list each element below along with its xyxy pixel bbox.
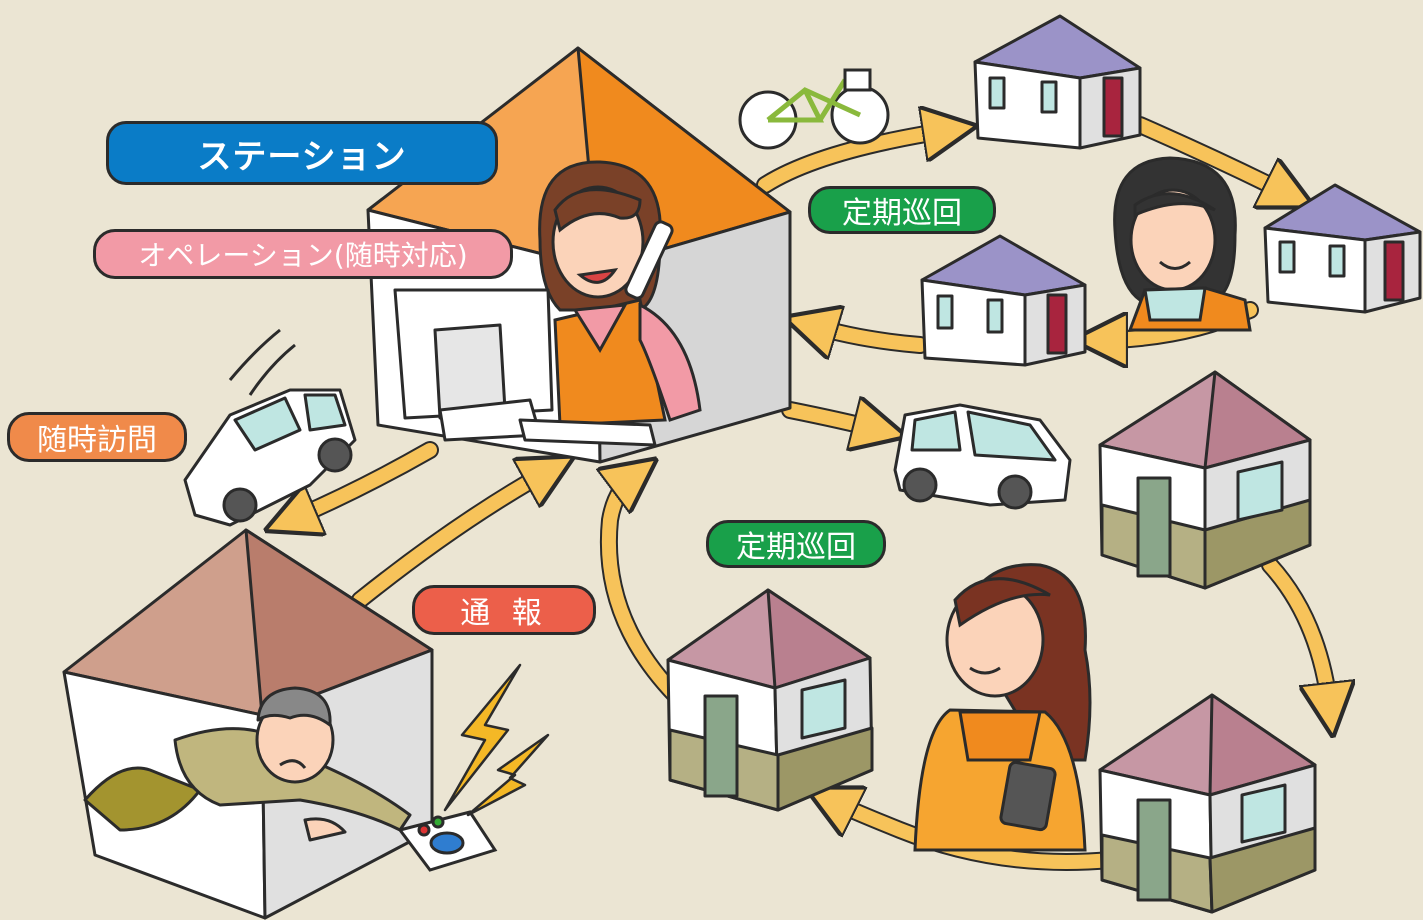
station-label: ステーション bbox=[106, 121, 498, 185]
report-label: 通 報 bbox=[412, 585, 596, 635]
bicycle-icon bbox=[738, 68, 890, 150]
operation-label: オペレーション(随時対応) bbox=[93, 229, 513, 279]
caregiver-woman-bottom bbox=[913, 563, 1092, 852]
lightning-icon bbox=[443, 663, 550, 817]
house-icon-3 bbox=[920, 234, 1087, 367]
car-icon-visit bbox=[183, 328, 357, 527]
house-icon-1 bbox=[973, 14, 1142, 150]
house-icon-5 bbox=[666, 588, 874, 812]
operator-woman-phone bbox=[538, 160, 702, 427]
car-icon-patrol bbox=[893, 403, 1072, 510]
house-icon-2 bbox=[1263, 183, 1422, 314]
call-button-device bbox=[397, 810, 498, 872]
house-icon-4 bbox=[1098, 370, 1312, 590]
elderly-man-fallen bbox=[83, 686, 412, 842]
visit-label: 随時訪問 bbox=[7, 412, 187, 462]
house-icon-6 bbox=[1098, 693, 1317, 914]
patrol-label-top: 定期巡回 bbox=[808, 186, 996, 234]
computer-monitor bbox=[393, 288, 657, 447]
caregiver-woman-top bbox=[1113, 156, 1252, 332]
patrol-label-bottom: 定期巡回 bbox=[706, 520, 886, 568]
